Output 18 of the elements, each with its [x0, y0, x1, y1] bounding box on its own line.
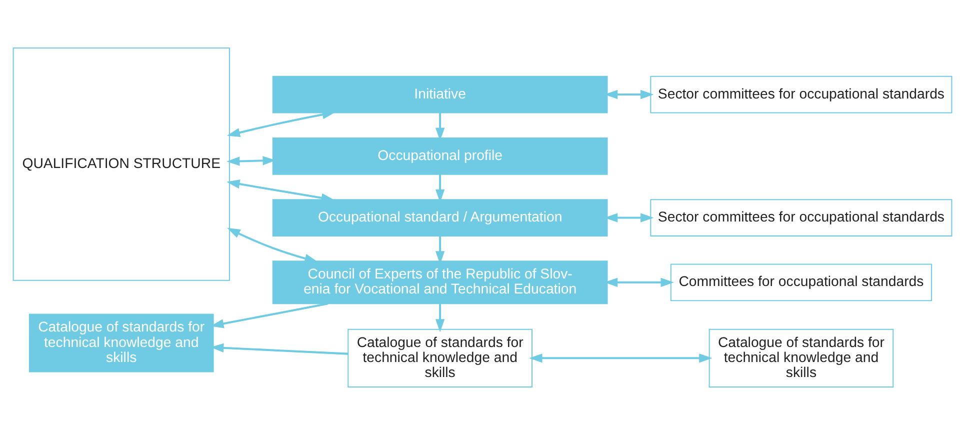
arrow [227, 228, 318, 263]
node-box: Initiative [272, 76, 608, 114]
arrow [210, 302, 328, 328]
node-box: Catalogue of standards for technical knowledge and skills [348, 328, 532, 388]
node-box: Sector committees for occupational standards [650, 199, 952, 236]
arrow [210, 343, 348, 355]
arrow [226, 179, 334, 202]
arrow [435, 304, 445, 332]
node-box: Sector committees for occupational standards [650, 76, 952, 114]
node-box: QUALIFICATION STRUCTURE [12, 48, 230, 281]
node-box: Occupational standard / Argumentation [272, 199, 608, 236]
node-box: Catalogue of standards for technical knowledge and skills [708, 328, 894, 388]
node-box: Council of Experts of the Republic of Slov- enia for Vocational and Technical Education [272, 260, 608, 304]
node-box: Committees for occupational standards [670, 264, 932, 302]
arrow [226, 110, 336, 138]
arrow [529, 354, 712, 363]
node-box: Catalogue of standards for technical knowledge and skills [28, 314, 214, 372]
node-box: Occupational profile [272, 137, 608, 175]
